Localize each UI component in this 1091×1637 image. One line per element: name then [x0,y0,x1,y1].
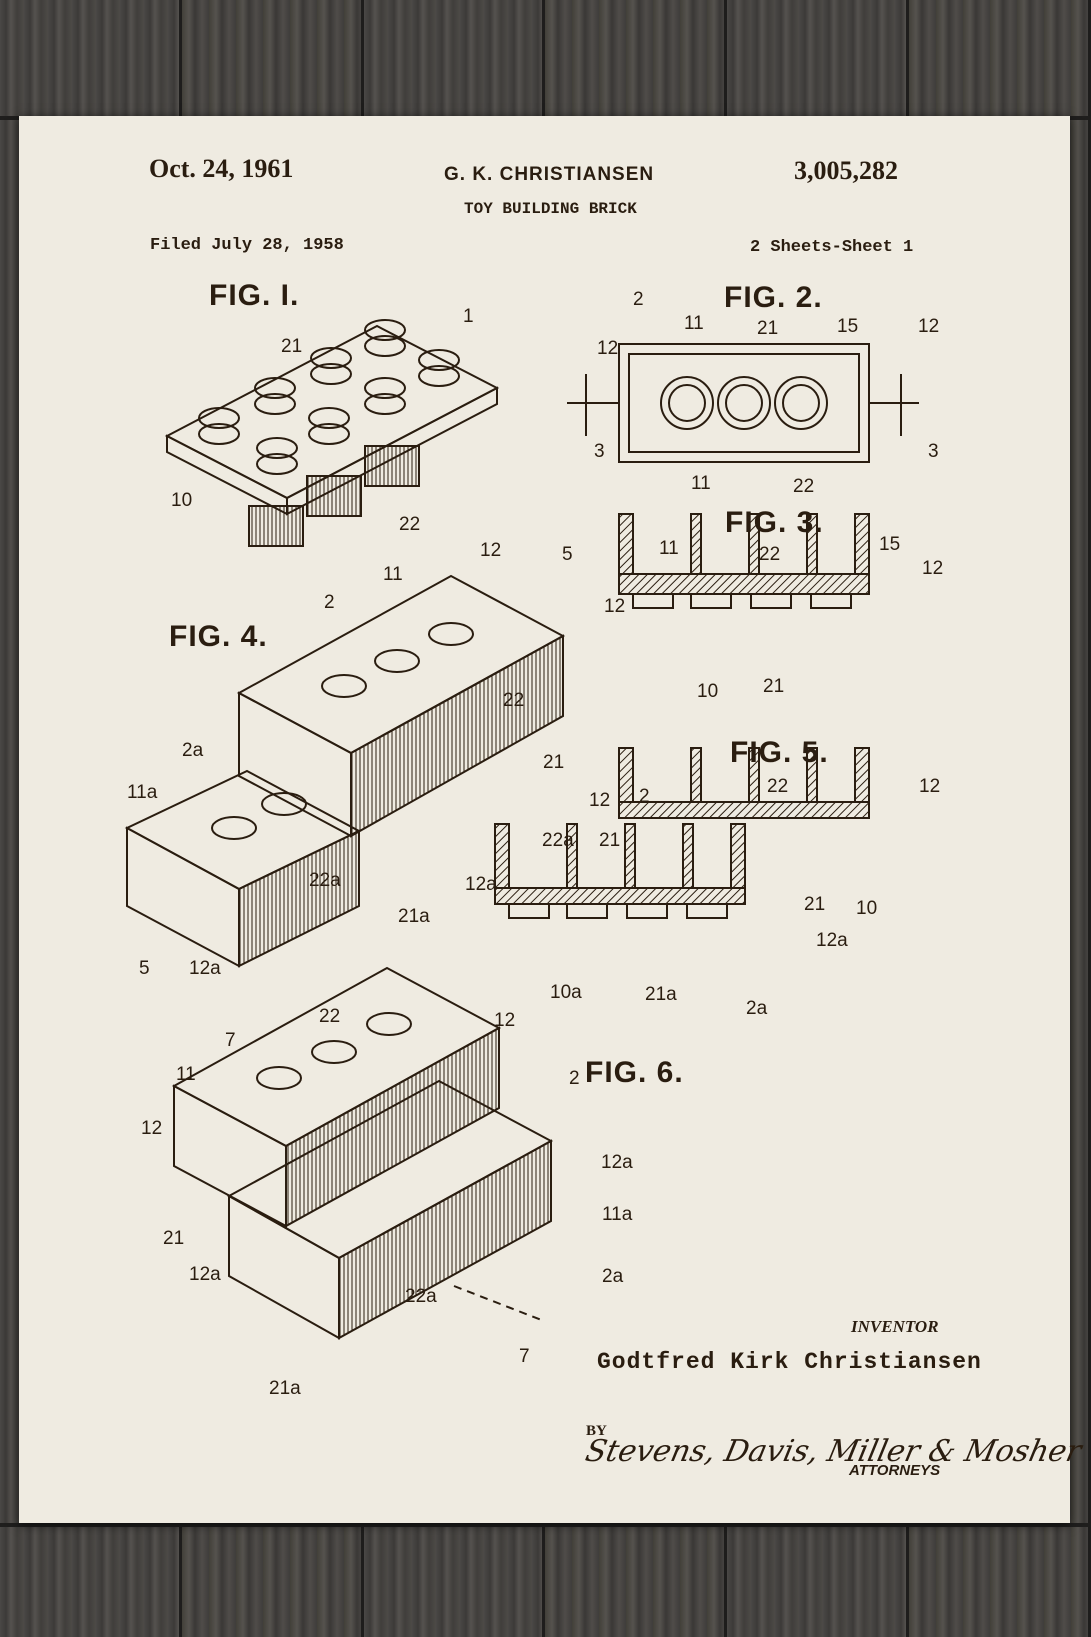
ref-label: 21 [804,894,826,915]
ref-label: 7 [225,1030,236,1051]
ref-label: 21 [281,336,303,357]
ref-label: 12a [189,958,221,979]
inventor-short-name: G. K. CHRISTIANSEN [444,164,655,185]
ref-label: 5 [562,544,573,565]
patent-drawing [124,319,919,1340]
fig4-drawing [124,574,566,968]
ref-label: 2 [324,592,335,613]
patent-date: Oct. 24, 1961 [149,154,294,183]
ref-label: 11 [684,313,704,334]
ref-label: 2 [569,1068,580,1089]
ref-label: 11 [691,473,711,494]
inventor-name: Godtfred Kirk Christiansen [597,1349,982,1375]
ref-label: 11 [176,1064,196,1085]
fig3-title: FIG. 3. [725,506,824,539]
ref-label: 22a [542,830,574,851]
ref-label: 21a [269,1378,301,1399]
ref-label: 12 [919,776,941,797]
ref-label: 11a [127,782,158,803]
ref-label: 12 [480,540,502,561]
ref-label: 21 [763,676,785,697]
ref-label: 10 [697,681,719,702]
ref-label: 3 [928,441,939,462]
ref-label: 21 [599,830,621,851]
ref-label: 15 [837,316,859,337]
ref-label: 10a [550,982,582,1003]
ref-label: 1 [463,306,474,327]
fig2-title: FIG. 2. [724,281,823,314]
patent-title: TOY BUILDING BRICK [464,200,637,218]
ref-label: 21 [163,1228,185,1249]
fig5-title: FIG. 5. [730,736,829,769]
ref-label: 21a [645,984,677,1005]
wood-seam [0,1523,1091,1527]
ref-label: 12 [494,1010,516,1031]
filed-date: Filed July 28, 1958 [150,236,344,255]
ref-label: 2a [746,998,768,1019]
ref-label: 11 [383,564,403,585]
ref-label: 22 [759,544,781,565]
ref-label: 10 [171,490,193,511]
ref-label: 21a [398,906,430,927]
ref-label: 22 [399,514,421,535]
ref-label: 2 [639,786,650,807]
ref-label: 11 [659,538,679,559]
ref-label: 22a [405,1286,437,1307]
ref-label: 22a [309,870,341,891]
fig4-title: FIG. 4. [169,620,268,653]
inventor-label: INVENTOR [851,1317,939,1336]
ref-label: 3 [594,441,605,462]
ref-label: 12 [597,338,619,359]
ref-label: 15 [879,534,901,555]
attorney-signature: Stevens, Davis, Miller & Mosher [582,1434,1085,1469]
fig3-drawing [618,513,870,609]
ref-label: 21 [757,318,779,339]
ref-label: 22 [767,776,789,797]
ref-label: 12a [601,1152,633,1173]
sheet-number: 2 Sheets-Sheet 1 [750,238,914,257]
ref-label: 2a [602,1266,624,1287]
by-label: BY [586,1423,607,1439]
ref-label: 12a [816,930,848,951]
patent-print: Oct. 24, 1961 G. K. CHRISTIANSEN 3,005,2… [19,116,1084,1523]
ref-label: 22 [319,1006,341,1027]
ref-label: 7 [519,1346,530,1367]
ref-label: 12 [922,558,944,579]
ref-label: 5 [139,958,150,979]
ref-label: 10 [856,898,878,919]
ref-label: 12a [189,1264,221,1285]
fig2-drawing [567,343,919,463]
patent-number: 3,005,282 [794,156,898,185]
ref-label: 12 [141,1118,163,1139]
ref-label: 2a [182,740,204,761]
ref-label: 12 [604,596,626,617]
ref-label: 12a [465,874,497,895]
ref-label: 12 [918,316,940,337]
fig1-drawing [164,319,500,547]
attorneys-label: ATTORNEYS [849,1462,941,1479]
ref-label: 12 [589,790,611,811]
fig5-drawing [494,747,870,919]
fig1-title: FIG. I. [209,279,300,312]
ref-label: 21 [543,752,565,773]
ref-label: 11a [602,1204,633,1225]
fig6-drawing [171,966,554,1340]
fig6-title: FIG. 6. [585,1056,684,1089]
ref-label: 22 [503,690,525,711]
ref-label: 2 [633,289,644,310]
ref-label: 22 [793,476,815,497]
